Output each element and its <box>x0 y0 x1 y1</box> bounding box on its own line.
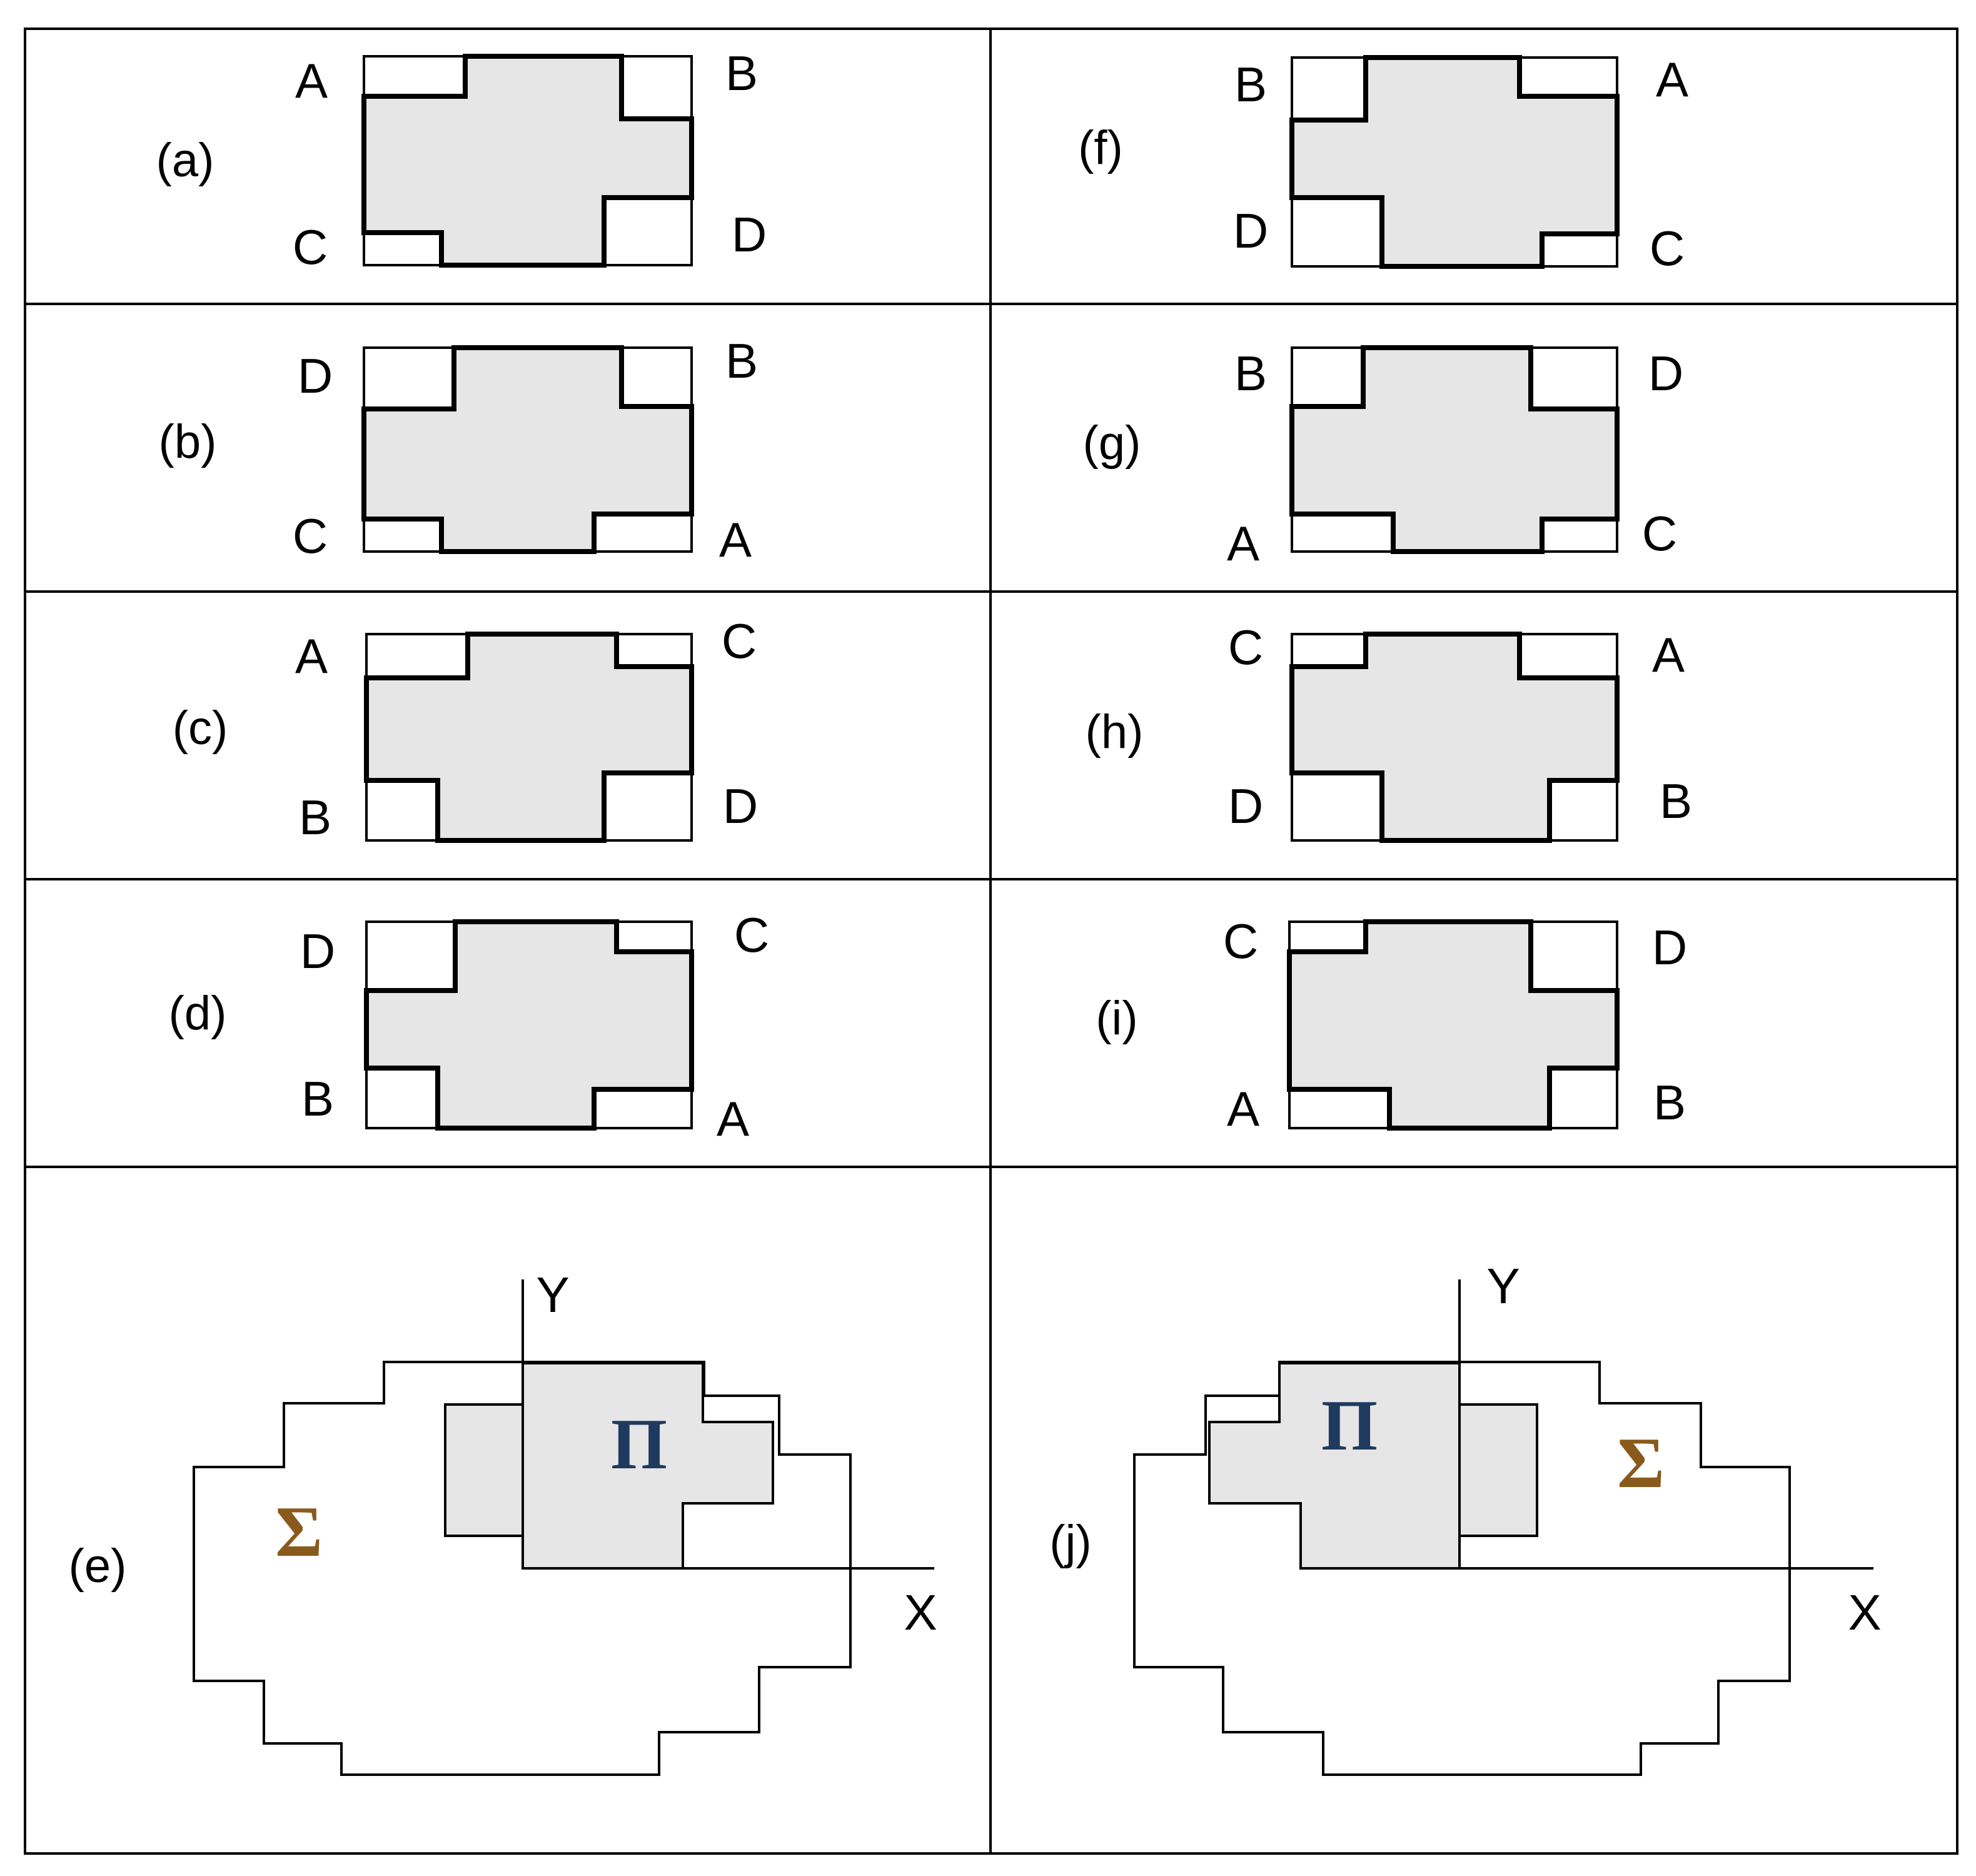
corner-label-bottom-right: B <box>1653 1075 1686 1130</box>
panel-label: (d) <box>169 987 227 1040</box>
cross-shape <box>1289 55 1620 269</box>
corner-label-top-right: D <box>1648 346 1683 401</box>
corner-label-top-left: C <box>1228 620 1263 675</box>
pi-region <box>1208 1362 1538 1570</box>
panel-e: (e) Y X Π Σ <box>69 1267 937 1776</box>
cross-shape <box>1289 632 1620 843</box>
panel-b: (b) D B C A <box>159 333 758 567</box>
corner-label-top-right: D <box>1652 920 1687 975</box>
corner-label-bottom-right: B <box>1660 774 1692 829</box>
corner-label-bottom-left: C <box>293 219 328 275</box>
corner-label-top-right: C <box>722 613 757 668</box>
sigma-label: Σ <box>1617 1423 1665 1503</box>
corner-label-top-left: D <box>298 348 333 403</box>
x-axis-label: X <box>904 1585 937 1640</box>
corner-label-top-left: A <box>295 53 328 108</box>
panel-label: (c) <box>173 702 228 755</box>
corner-label-top-left: B <box>1234 346 1267 401</box>
panel-label: (b) <box>159 415 217 468</box>
pi-label: Π <box>611 1404 667 1485</box>
corner-label-bottom-right: C <box>1650 221 1685 276</box>
panel-c: (c) A C B D <box>173 613 758 845</box>
corner-label-top-left: D <box>300 924 335 979</box>
corner-label-bottom-left: D <box>1228 779 1263 834</box>
cross-shape <box>364 632 694 843</box>
x-axis-label: X <box>1848 1585 1881 1640</box>
pi-label: Π <box>1321 1386 1378 1466</box>
corner-label-bottom-right: D <box>723 779 758 834</box>
panel-label: (f) <box>1078 121 1123 174</box>
panel-g: (g) B D A C <box>1083 345 1683 571</box>
panel-label: (i) <box>1096 992 1138 1045</box>
panel-label: (e) <box>69 1540 127 1593</box>
corner-label-bottom-left: D <box>1233 203 1268 258</box>
corner-label-bottom-left: B <box>299 790 331 845</box>
panel-d: (d) D C B A <box>169 907 770 1146</box>
corner-label-bottom-left: A <box>1227 516 1259 571</box>
corner-label-top-left: B <box>1234 57 1267 112</box>
grid-lines <box>24 28 1958 1855</box>
corner-label-bottom-right: D <box>732 207 767 262</box>
corner-label-bottom-right: C <box>1642 506 1677 561</box>
panel-a: (a) A B C D <box>156 46 767 275</box>
panel-label: (j) <box>1049 1516 1092 1569</box>
corner-label-top-left: C <box>1223 914 1258 969</box>
corner-label-bottom-right: A <box>717 1091 749 1146</box>
corner-label-top-right: A <box>1656 52 1688 107</box>
corner-label-top-right: B <box>725 333 758 388</box>
corner-label-top-right: B <box>725 46 758 101</box>
panel-label: (a) <box>156 134 214 187</box>
corner-label-top-left: A <box>295 628 328 683</box>
sigma-label: Σ <box>275 1492 323 1572</box>
panel-f: (f) B A D C <box>1078 52 1688 276</box>
corner-label-bottom-right: A <box>719 512 752 567</box>
corner-label-bottom-left: B <box>301 1071 334 1126</box>
corner-label-bottom-left: A <box>1227 1081 1259 1136</box>
cross-shape <box>364 919 694 1131</box>
cross-shape <box>361 345 694 554</box>
panel-h: (h) C A D B <box>1086 620 1692 843</box>
corner-label-top-right: C <box>734 907 769 962</box>
panel-label: (g) <box>1083 416 1141 470</box>
panel-i: (i) C D A B <box>1096 914 1687 1136</box>
sigma-region <box>193 1361 852 1776</box>
panel-label: (h) <box>1086 705 1144 759</box>
y-axis-label: Y <box>1486 1258 1520 1314</box>
cross-shape <box>1287 919 1620 1131</box>
corner-label-top-right: A <box>1652 627 1685 682</box>
panel-j: (j) Y X Π Σ <box>1049 1258 1882 1776</box>
corner-label-bottom-left: C <box>293 508 328 563</box>
cross-shape <box>361 54 694 268</box>
pi-region <box>444 1362 774 1570</box>
y-axis-label: Y <box>536 1267 569 1323</box>
cross-shape <box>1289 345 1620 554</box>
